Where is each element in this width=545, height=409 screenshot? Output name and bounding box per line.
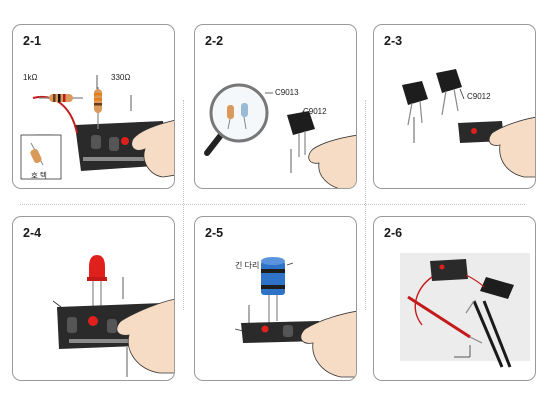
magnifying-glass-drawing: [204, 83, 269, 156]
step-2-2-illustration: [204, 83, 356, 188]
hand-drawing: [300, 310, 356, 378]
transistor-c9013-label: C9013: [275, 88, 299, 97]
step-2-3-illustration: [402, 69, 535, 178]
step-number: 2-3: [384, 34, 403, 48]
step-panel-2-3: 2-3 C9012: [373, 24, 536, 189]
resistor-detail-drawing: [30, 142, 44, 166]
separator-vertical-right: [365, 100, 366, 310]
separator-horizontal: [20, 204, 525, 205]
multimeter-probe-black: [465, 300, 512, 368]
resistor-1k-label: 1kΩ: [23, 73, 38, 82]
transistor-c9012-label: C9012: [303, 107, 327, 116]
callout-box-label: 호 텍: [31, 171, 47, 180]
resistor-330-label: 330Ω: [111, 73, 131, 82]
step-panel-2-2: 2-2 C9013 C9012: [194, 24, 357, 189]
hand-drawing: [308, 134, 356, 188]
step-number: 2-4: [23, 226, 42, 240]
step-panel-2-5: 2-5 긴 다리: [194, 216, 357, 381]
resistor-1k-drawing: [39, 94, 83, 102]
step-number: 2-2: [205, 34, 224, 48]
transistor-c9012-drawing: [287, 111, 315, 157]
step-number: 2-6: [384, 226, 403, 240]
step-number: 2-5: [205, 226, 224, 240]
capacitor-long-leg-label: 긴 다리: [235, 261, 260, 270]
hand-drawing: [488, 116, 535, 178]
battery-drawing: [480, 277, 514, 299]
hand-drawing: [116, 298, 174, 374]
hand-drawing: [131, 120, 174, 178]
transistor-c9012-label: C9012: [467, 92, 491, 101]
circuit-board-photo: [430, 259, 468, 281]
multimeter-probe-red: [407, 295, 483, 344]
step-2-1-illustration: [20, 75, 174, 180]
step-2-6-illustration: [400, 253, 530, 368]
transistor-left-drawing: [402, 81, 428, 126]
step-2-5-illustration: [234, 257, 356, 378]
step-panel-2-1: 2-1 1kΩ 330Ω 호 텍: [12, 24, 175, 189]
capacitor-drawing: [261, 257, 285, 325]
step-panel-2-6: 2-6: [373, 216, 536, 381]
step-panel-2-4: 2-4: [12, 216, 175, 381]
separator-vertical-left: [183, 100, 184, 310]
step-2-4-illustration: [52, 255, 174, 377]
transistor-c9012-drawing: [436, 69, 462, 116]
step-number: 2-1: [23, 34, 42, 48]
resistor-330-drawing: [94, 87, 102, 129]
